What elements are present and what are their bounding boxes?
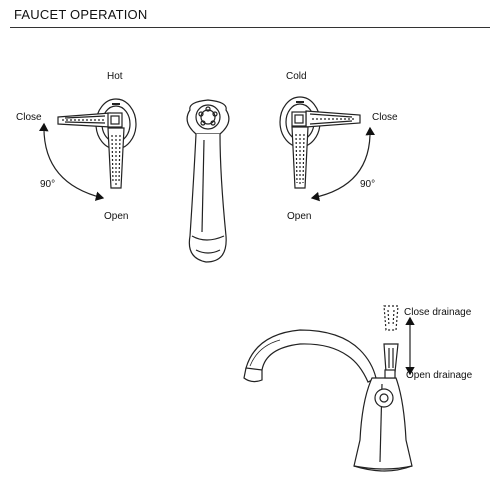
faucet-side-figure [243,305,415,472]
hot-angle-label: 90° [40,179,55,190]
close-drainage-label: Close drainage [404,307,472,318]
hot-open-label: Open [104,211,128,222]
cold-angle-label: 90° [360,179,375,190]
cold-open-label: Open [287,211,311,222]
cold-label: Cold [286,71,307,82]
page-title: FAUCET OPERATION [14,7,148,22]
title-divider [10,27,490,28]
spout-front-figure [186,99,230,263]
cold-handle-figure [279,96,376,202]
hot-handle-figure [38,98,137,201]
cold-close-label: Close [372,112,398,123]
hot-close-label: Close [16,112,42,123]
open-drainage-label: Open drainage [406,370,473,381]
hot-label: Hot [107,71,123,82]
